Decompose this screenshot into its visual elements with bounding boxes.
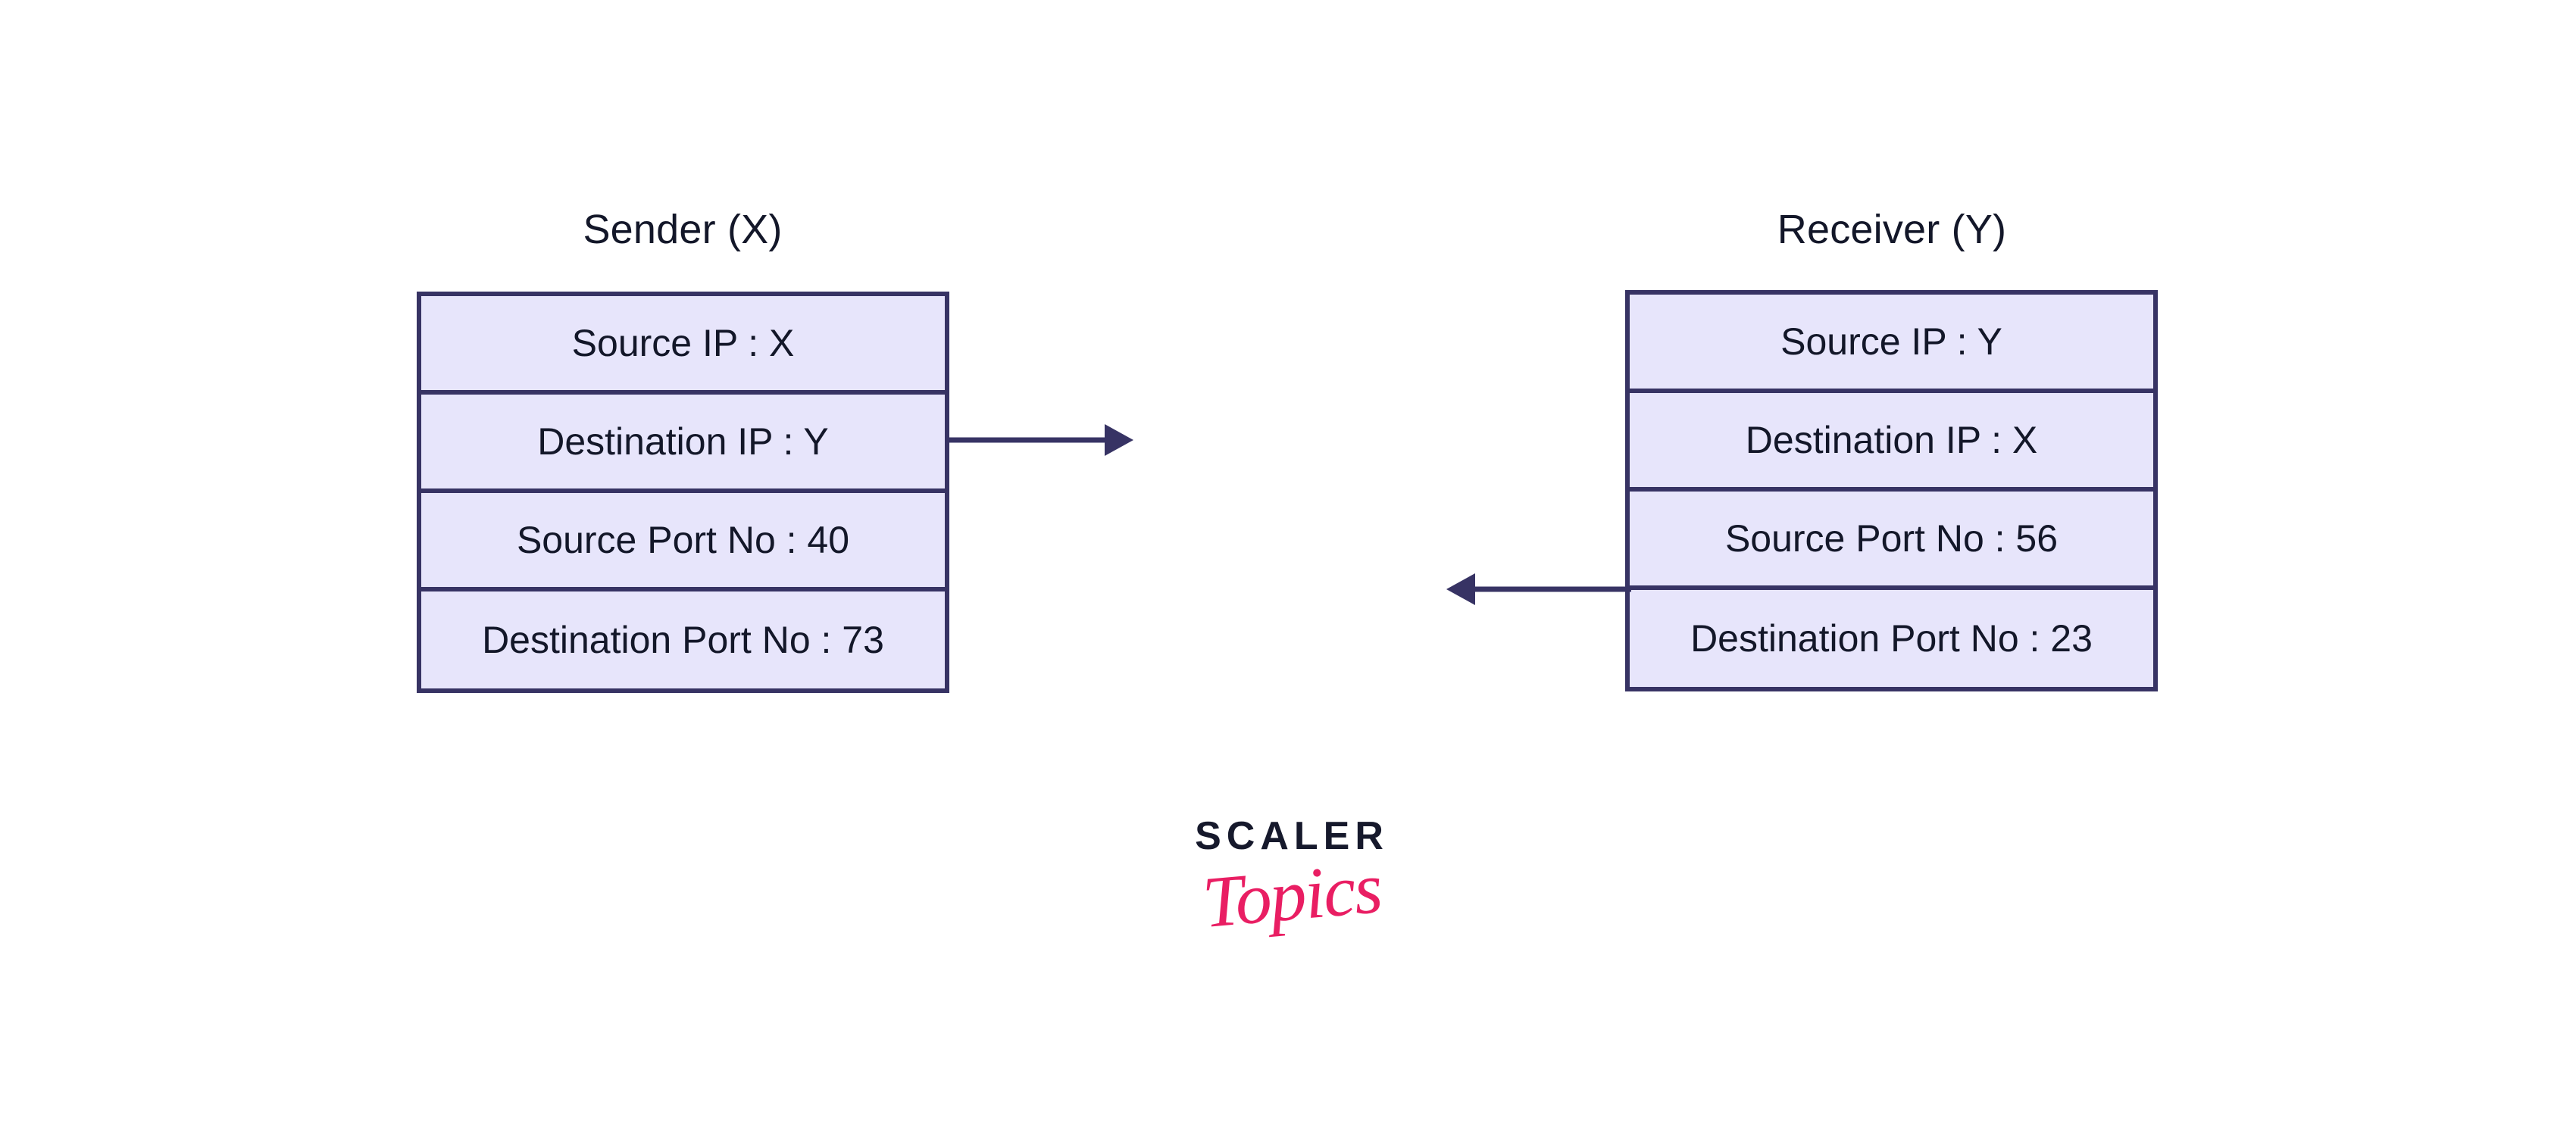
scaler-topics-logo: SCALER Topics: [1140, 814, 1443, 943]
table-row: Source IP : X: [421, 296, 945, 395]
cell-label: Source IP : Y: [1780, 320, 2002, 363]
receiver-title: Receiver (Y): [1777, 207, 2007, 252]
table-row: Destination Port No : 23: [1630, 590, 2153, 687]
sender-packet-table: Source IP : X Destination IP : Y Source …: [417, 292, 949, 693]
cell-label: Destination Port No : 73: [482, 619, 884, 661]
receiver-to-sender-arrow: [1446, 573, 1631, 605]
logo-script: Topics: [1199, 846, 1384, 944]
cell-label: Destination IP : X: [1745, 419, 2038, 461]
cell-label: Destination Port No : 23: [1690, 617, 2093, 660]
table-row: Destination IP : Y: [421, 395, 945, 493]
receiver-packet-table: Source IP : Y Destination IP : X Source …: [1625, 290, 2158, 691]
table-row: Source IP : Y: [1630, 295, 2153, 393]
logo-wordmark: SCALER: [1195, 814, 1389, 858]
sender-title: Sender (X): [583, 207, 783, 252]
cell-label: Destination IP : Y: [537, 420, 829, 463]
cell-label: Source Port No : 40: [516, 519, 850, 561]
table-row: Source Port No : 56: [1630, 492, 2153, 590]
cell-label: Source IP : X: [571, 322, 795, 364]
cell-label: Source Port No : 56: [1724, 517, 2059, 560]
arrow-head-icon: [1446, 573, 1475, 605]
arrow-head-icon: [1105, 424, 1133, 456]
table-row: Destination Port No : 73: [421, 591, 945, 688]
table-row: Destination IP : X: [1630, 393, 2153, 492]
table-row: Source Port No : 40: [421, 493, 945, 591]
sender-to-receiver-arrow: [949, 424, 1133, 456]
